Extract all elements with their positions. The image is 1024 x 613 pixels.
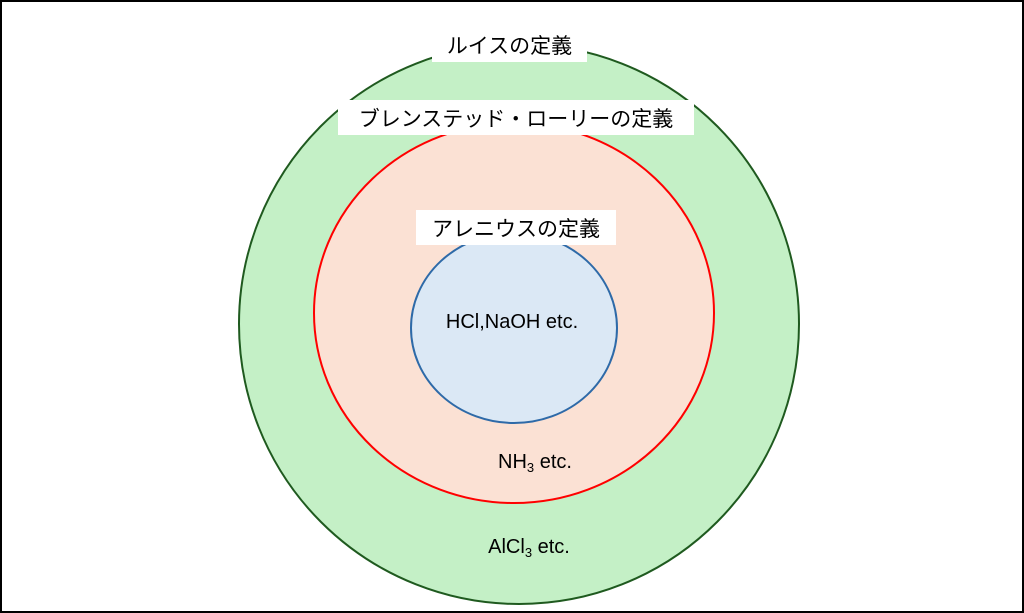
- arrhenius-label: アレニウスの定義: [416, 210, 616, 245]
- lewis-label: ルイスの定義: [432, 27, 587, 62]
- arrhenius-example: HCl,NaOH etc.: [445, 311, 579, 333]
- subscript: 3: [524, 545, 533, 560]
- formula: AlCl: [488, 536, 525, 558]
- bronsted-lowry-label: ブレンステッド・ローリーの定義: [338, 100, 694, 135]
- suffix: etc.: [532, 536, 570, 558]
- suffix: etc.: [534, 451, 572, 473]
- bronsted-example: NH3 etc.: [498, 451, 572, 475]
- lewis-example: AlCl3 etc.: [488, 536, 570, 560]
- subscript: 3: [526, 460, 535, 475]
- formula: NH: [498, 451, 527, 473]
